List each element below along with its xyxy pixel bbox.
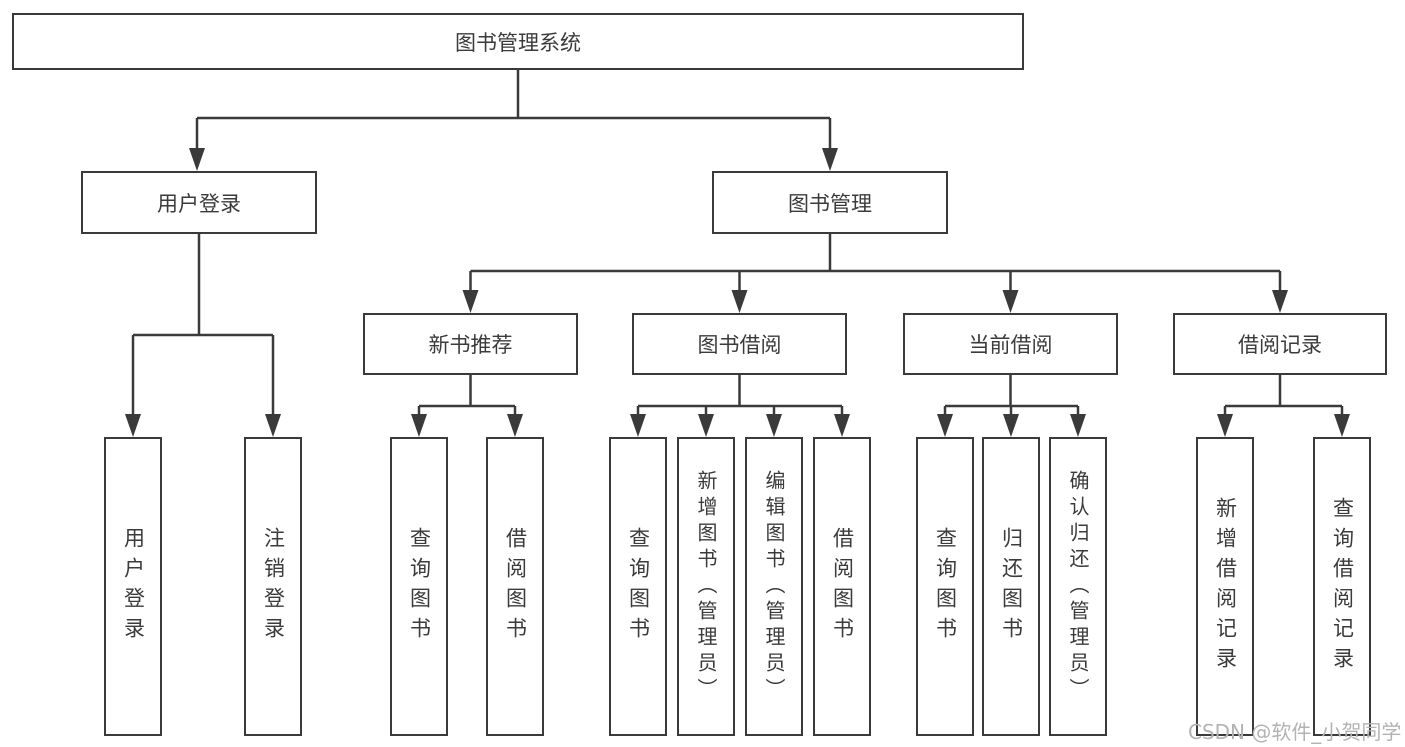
- connector-new-book-recommend-to-children: [411, 375, 523, 437]
- leaf-borrow-book-recommend: 借阅图书: [486, 437, 544, 736]
- leaf-add-book-admin: 新增图书（管理员）: [677, 437, 735, 736]
- leaf-edit-book-admin: 编辑图书（管理员）: [745, 437, 803, 736]
- node-current-borrow: 当前借阅: [903, 313, 1118, 375]
- connector-book-management-to-level3: [462, 234, 1288, 313]
- leaf-confirm-return-admin: 确认归还（管理员）: [1049, 437, 1107, 736]
- leaf-query-book-recommend: 查询图书: [390, 437, 448, 736]
- leaf-logout: 注销登录: [244, 437, 302, 736]
- node-new-book-recommend: 新书推荐: [363, 313, 578, 375]
- connector-user-login-to-children: [125, 234, 281, 437]
- connector-book-borrow-to-children: [630, 375, 850, 437]
- csdn-watermark: CSDN @软件_小贺同学: [1188, 720, 1402, 744]
- connector-current-borrow-to-children: [937, 375, 1086, 437]
- leaf-borrow-book: 借阅图书: [813, 437, 871, 736]
- node-borrow-records: 借阅记录: [1173, 313, 1387, 375]
- node-user-login: 用户登录: [81, 171, 317, 234]
- leaf-query-book-current: 查询图书: [916, 437, 974, 736]
- leaf-add-borrow-record: 新增借阅记录: [1196, 437, 1254, 736]
- node-book-borrow: 图书借阅: [632, 313, 847, 375]
- leaf-return-book: 归还图书: [982, 437, 1040, 736]
- connector-root-to-level2: [189, 69, 838, 171]
- leaf-query-book-borrow: 查询图书: [609, 437, 667, 736]
- leaf-user-login: 用户登录: [104, 437, 162, 736]
- node-library-management-system: 图书管理系统: [12, 13, 1024, 70]
- node-book-management: 图书管理: [712, 171, 948, 234]
- leaf-query-borrow-record: 查询借阅记录: [1313, 437, 1371, 736]
- connector-borrow-records-to-children: [1217, 375, 1350, 437]
